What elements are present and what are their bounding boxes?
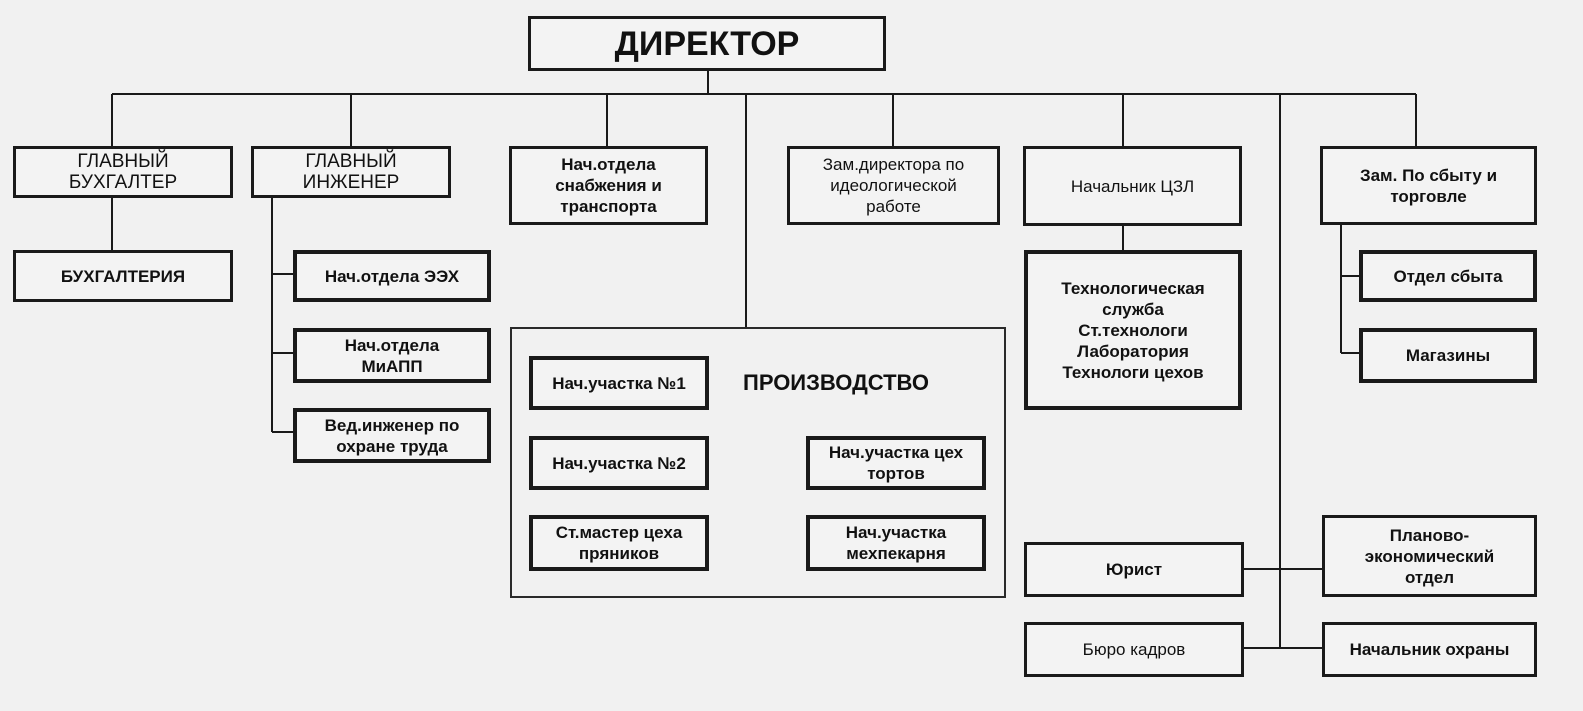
deputy-sales-box: Зам. По сбыту и торговле: [1320, 146, 1537, 225]
deputy-sales-label: Зам. По сбыту и торговле: [1359, 165, 1498, 206]
production-label: ПРОИЗВОДСТВО: [743, 370, 929, 395]
deputy-ideology-box: Зам.директора по идеологической работе: [787, 146, 1000, 225]
production-left-label: Нач.участка №2: [552, 453, 686, 473]
chief-accountant-label: ГЛАВНЫЙ БУХГАЛТЕР: [68, 151, 178, 193]
hr-label: Бюро кадров: [1082, 640, 1186, 659]
engineer-sub-box: Вед.инженер по охране труда: [293, 408, 491, 463]
engineer-sub-box: Нач.отдела МиАПП: [293, 328, 491, 383]
planning-box: Планово- экономический отдел: [1322, 515, 1537, 597]
supply-head-label: Нач.отдела снабжения и транспорта: [555, 155, 662, 216]
chief-engineer-box: ГЛАВНЫЙ ИНЖЕНЕР: [251, 146, 451, 198]
accounting-label: БУХГАЛТЕРИЯ: [60, 266, 186, 286]
production-left-label: Ст.мастер цеха пряников: [555, 523, 683, 563]
production-left-box: Нач.участка №2: [529, 436, 709, 490]
director-box: ДИРЕКТОР: [528, 16, 886, 71]
engineer-sub-label: Нач.отдела МиАПП: [344, 335, 440, 376]
hr-box: Бюро кадров: [1024, 622, 1244, 677]
planning-label: Планово- экономический отдел: [1364, 525, 1495, 587]
engineer-sub-label: Нач.отдела ЭЭХ: [324, 266, 460, 286]
lab-head-label: Начальник ЦЗЛ: [1070, 176, 1195, 196]
lab-head-box: Начальник ЦЗЛ: [1023, 146, 1242, 226]
engineer-sub-box: Нач.отдела ЭЭХ: [293, 250, 491, 302]
production-right-box: Нач.участка цех тортов: [806, 436, 986, 490]
sales-sub-box: Магазины: [1359, 328, 1537, 383]
tech-service-box: Технологическая служба Ст.технологи Лабо…: [1024, 250, 1242, 410]
production-right-label: Нач.участка мехпекарня: [845, 523, 947, 563]
production-frame: [510, 327, 1006, 598]
production-right-label: Нач.участка цех тортов: [828, 443, 964, 483]
production-right-box: Нач.участка мехпекарня: [806, 515, 986, 571]
lawyer-label: Юрист: [1105, 560, 1163, 579]
sales-sub-box: Отдел сбыта: [1359, 250, 1537, 302]
sales-sub-label: Отдел сбыта: [1393, 266, 1503, 286]
chief-engineer-label: ГЛАВНЫЙ ИНЖЕНЕР: [302, 151, 400, 193]
lawyer-box: Юрист: [1024, 542, 1244, 597]
engineer-sub-label: Вед.инженер по охране труда: [324, 415, 460, 456]
deputy-ideology-label: Зам.директора по идеологической работе: [822, 155, 965, 216]
sales-sub-label: Магазины: [1405, 346, 1491, 365]
tech-service-label: Технологическая служба Ст.технологи Лабо…: [1061, 278, 1205, 382]
security-box: Начальник охраны: [1322, 622, 1537, 677]
supply-head-box: Нач.отдела снабжения и транспорта: [509, 146, 708, 225]
production-left-box: Ст.мастер цеха пряников: [529, 515, 709, 571]
production-left-label: Нач.участка №1: [552, 373, 686, 393]
chief-accountant-box: ГЛАВНЫЙ БУХГАЛТЕР: [13, 146, 233, 198]
director-label: ДИРЕКТОР: [614, 24, 800, 63]
production-left-box: Нач.участка №1: [529, 356, 709, 410]
security-label: Начальник охраны: [1349, 640, 1510, 659]
accounting-box: БУХГАЛТЕРИЯ: [13, 250, 233, 302]
